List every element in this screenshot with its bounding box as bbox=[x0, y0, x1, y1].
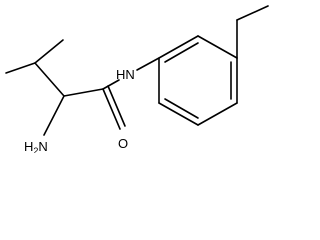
bond-methyl-2 bbox=[34, 39, 64, 64]
amine-subscript: 2 bbox=[33, 146, 38, 153]
ring-bond-1 bbox=[158, 35, 199, 59]
bond-ethyl-2 bbox=[236, 5, 269, 21]
bond-carbonyl-oxygen-2 bbox=[107, 85, 126, 127]
bond-alpha-carbonyl bbox=[63, 88, 104, 97]
ring-bond-2 bbox=[197, 35, 238, 59]
bond-nitrogen-ring bbox=[136, 57, 160, 71]
amine-label: H2N bbox=[24, 139, 48, 153]
ring-bond-4 bbox=[197, 102, 238, 126]
amine-hydrogen: H bbox=[24, 139, 33, 153]
ring-inner-double-1 bbox=[164, 42, 199, 63]
bond-alpha-amine bbox=[43, 95, 65, 136]
bond-isopropyl-alpha bbox=[34, 62, 65, 97]
bond-carbonyl-oxygen-1 bbox=[102, 88, 121, 130]
amine-element: N bbox=[38, 139, 47, 153]
bond-methyl-1 bbox=[5, 62, 36, 74]
ring-bond-5 bbox=[158, 102, 199, 126]
chemical-structure-diagram: H2N HN O bbox=[5, 5, 269, 153]
bond-carbonyl-nitrogen bbox=[102, 79, 120, 90]
amide-nitrogen-label: HN bbox=[116, 67, 135, 82]
ring-inner-double-3 bbox=[164, 98, 199, 119]
carbonyl-oxygen-label: O bbox=[118, 136, 128, 151]
